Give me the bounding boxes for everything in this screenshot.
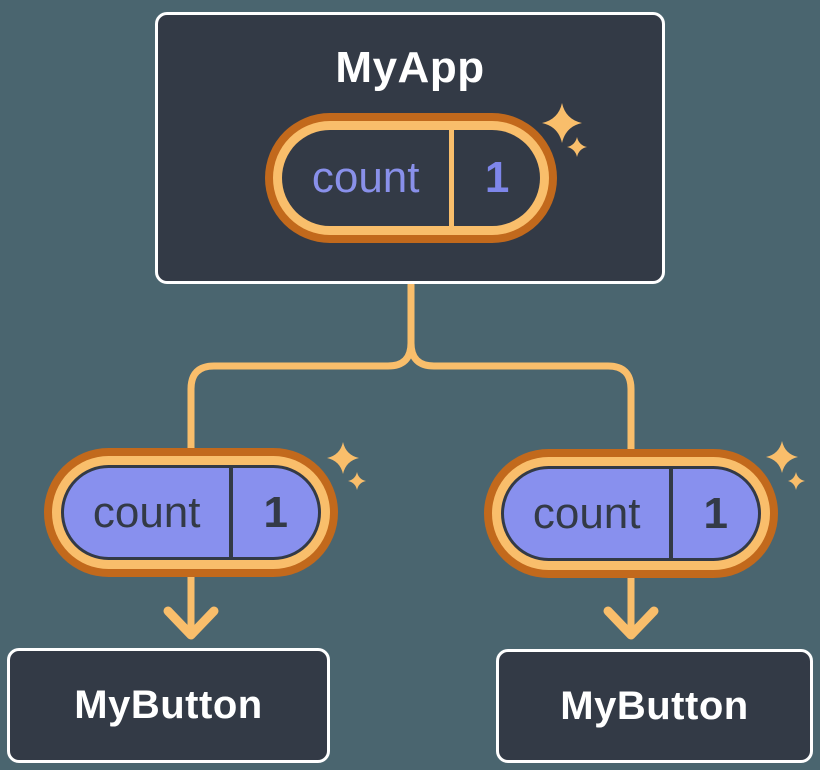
prop-pill-core: count 1 — [501, 466, 761, 561]
node-myapp-title: MyApp — [335, 43, 485, 92]
prop-pill-divider — [669, 469, 674, 558]
state-pill-root: count 1 — [265, 113, 557, 243]
prop-name: count — [532, 488, 641, 538]
node-mybutton-left: MyButton — [7, 648, 330, 763]
prop-pill-core: count 1 — [61, 465, 321, 560]
state-pill-core: count 1 — [282, 130, 540, 226]
sparkle-icon-large — [766, 441, 798, 473]
arrowhead-right-icon — [603, 606, 659, 640]
prop-name: count — [92, 487, 201, 537]
node-mybutton-title: MyButton — [560, 683, 749, 728]
sparkle-icon-small — [788, 472, 805, 490]
state-value: 1 — [484, 153, 510, 202]
sparkle-icon-small — [348, 472, 366, 490]
state-pill-divider — [449, 130, 455, 226]
prop-pill-left: count 1 — [44, 448, 338, 577]
node-mybutton-title: MyButton — [74, 683, 263, 727]
sparkle-icon-large — [327, 442, 359, 474]
arrowhead-left-icon — [163, 606, 219, 640]
prop-pill-right: count 1 — [484, 449, 778, 578]
state-pill-ring: count 1 — [273, 121, 549, 235]
prop-value: 1 — [703, 488, 728, 538]
prop-pill-ring: count 1 — [52, 456, 330, 569]
node-mybutton-right: MyButton — [496, 649, 813, 763]
state-name: count — [311, 153, 420, 202]
prop-value: 1 — [263, 487, 288, 537]
prop-pill-ring: count 1 — [492, 457, 770, 570]
